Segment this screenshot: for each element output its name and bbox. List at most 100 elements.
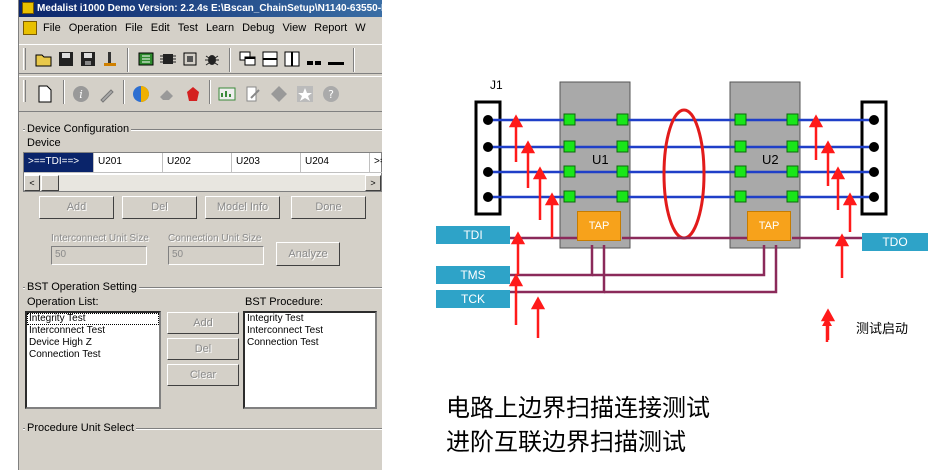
star-icon[interactable] xyxy=(295,84,315,104)
menu-window[interactable]: W xyxy=(355,22,366,34)
menu-file[interactable]: File xyxy=(43,22,61,34)
clear-operation-button[interactable]: Clear xyxy=(167,364,239,386)
stop-icon[interactable] xyxy=(183,84,203,104)
toolbar-separator xyxy=(353,48,355,72)
done-label: Done xyxy=(315,201,342,213)
globe-run-icon[interactable] xyxy=(131,84,151,104)
menu-bar: File Operation File Edit Test Learn Debug View R… xyxy=(19,18,382,38)
app-icon xyxy=(22,2,34,14)
interconnect-unit-size-field[interactable]: 50 xyxy=(51,246,147,265)
menu-edit[interactable]: Edit xyxy=(150,22,170,34)
info-icon[interactable]: i xyxy=(71,84,91,104)
toolbar-grip[interactable] xyxy=(23,48,26,70)
connection-unit-size-field[interactable]: 50 xyxy=(168,246,264,265)
list-item[interactable]: Integrity Test xyxy=(247,313,304,324)
list-item[interactable]: Interconnect Test xyxy=(29,325,105,336)
grid-horizontal-scrollbar[interactable]: < > xyxy=(24,175,381,191)
scroll-left-button[interactable]: < xyxy=(24,175,40,191)
delete-device-label: Del xyxy=(151,201,168,213)
done-button[interactable]: Done xyxy=(291,196,366,219)
list-item[interactable]: Integrity Test xyxy=(27,313,159,325)
model-info-label: Model Info xyxy=(216,201,269,213)
menu-learn[interactable]: Learn xyxy=(205,22,235,34)
delete-device-button[interactable]: Del xyxy=(122,196,197,219)
add-operation-label: Add xyxy=(193,317,213,329)
arrange-icons-icon[interactable] xyxy=(305,50,323,68)
jtag-chain-wires xyxy=(510,236,862,294)
delete-operation-label: Del xyxy=(194,343,212,355)
edit-page-icon[interactable] xyxy=(243,84,263,104)
grid-device-cell[interactable]: >= xyxy=(370,153,382,173)
tdo-signal-tag: TDO xyxy=(862,233,928,251)
list-item[interactable]: Connection Test xyxy=(29,349,101,360)
grid-tdi-cell[interactable]: >==TDI==> xyxy=(24,153,94,173)
operation-list-label: Operation List: xyxy=(25,296,101,308)
tdi-signal-tag: TDI xyxy=(436,226,510,244)
list-item[interactable]: Connection Test xyxy=(247,337,319,348)
u1-tap-controller: TAP xyxy=(577,211,621,241)
tile-horizontal-icon[interactable] xyxy=(261,50,279,68)
menu-test[interactable]: Test xyxy=(177,22,198,34)
new-document-icon[interactable] xyxy=(35,84,55,104)
list-item[interactable]: Interconnect Test xyxy=(247,325,323,336)
caption-line-2: 进阶互联边界扫描测试 xyxy=(446,428,686,456)
svg-text:?: ? xyxy=(328,88,334,101)
menu-view[interactable]: View xyxy=(282,22,307,34)
grid-device-cell[interactable]: U202 xyxy=(163,153,232,173)
toolbar-grip[interactable] xyxy=(23,80,26,102)
save-as-icon[interactable] xyxy=(79,50,97,68)
save-icon[interactable] xyxy=(57,50,75,68)
legend-arrow-icon xyxy=(822,317,832,342)
menu-operation[interactable]: Operation xyxy=(68,22,118,34)
add-operation-button[interactable]: Add xyxy=(167,312,239,334)
help-icon[interactable]: ? xyxy=(321,84,341,104)
grid-device-cell[interactable]: U204 xyxy=(301,153,370,173)
u2-tap-controller: TAP xyxy=(747,211,791,241)
cascade-windows-icon[interactable] xyxy=(239,50,257,68)
u2-label: U2 xyxy=(762,152,779,167)
toolbar-separator xyxy=(209,80,211,104)
board-icon[interactable] xyxy=(137,50,155,68)
probe-icon[interactable] xyxy=(101,50,119,68)
bst-procedure-label: BST Procedure: xyxy=(243,296,326,308)
model-info-button[interactable]: Model Info xyxy=(205,196,280,219)
menu-file-2[interactable]: File xyxy=(125,22,143,34)
open-folder-icon[interactable] xyxy=(35,50,53,68)
procedure-unit-select-label: Procedure Unit Select xyxy=(25,422,136,434)
analyze-button[interactable]: Analyze xyxy=(276,242,340,266)
menu-report[interactable]: Report xyxy=(314,22,348,34)
scroll-right-button[interactable]: > xyxy=(365,175,381,191)
chip-icon[interactable] xyxy=(159,50,177,68)
tms-signal-tag: TMS xyxy=(436,266,510,284)
toolbar-separator xyxy=(63,80,65,104)
document-menu-icon[interactable] xyxy=(23,21,37,35)
memory-icon[interactable] xyxy=(181,50,199,68)
grid-device-cell[interactable]: U203 xyxy=(232,153,301,173)
operation-list[interactable]: Integrity Test Interconnect Test Device … xyxy=(25,311,161,409)
interconnect-highlight-ellipse xyxy=(662,108,706,240)
navigate-icon[interactable] xyxy=(269,84,289,104)
toolbar-separator xyxy=(123,80,125,104)
debug-bug-icon[interactable] xyxy=(203,50,221,68)
scroll-thumb[interactable] xyxy=(41,175,59,191)
add-device-button[interactable]: Add xyxy=(39,196,114,219)
grid-device-cell[interactable]: U201 xyxy=(94,153,163,173)
minimize-all-icon[interactable] xyxy=(327,50,345,68)
toolbar-secondary: i ? xyxy=(19,76,382,112)
toolbar-separator xyxy=(229,48,231,72)
bst-procedure-list[interactable]: Integrity Test Interconnect Test Connect… xyxy=(243,311,377,409)
device-chain-grid[interactable]: >==TDI==> U201 U202 U203 U204 >= < > xyxy=(23,152,382,192)
title-bar[interactable]: Medalist i1000 Demo Version: 2.2.4s E:\B… xyxy=(19,0,382,17)
tile-vertical-icon[interactable] xyxy=(283,50,301,68)
list-item[interactable]: Device High Z xyxy=(29,337,92,348)
tck-signal-tag: TCK xyxy=(436,290,510,308)
window-title: Medalist i1000 Demo Version: 2.2.4s E:\B… xyxy=(37,3,382,14)
menu-debug[interactable]: Debug xyxy=(242,22,275,34)
delete-operation-button[interactable]: Del xyxy=(167,338,239,360)
connection-unit-size-label: Connection Unit Size xyxy=(168,233,262,244)
configure-icon[interactable] xyxy=(97,84,117,104)
chart-icon[interactable] xyxy=(217,84,237,104)
device-configuration-group xyxy=(23,129,382,280)
eraser-icon[interactable] xyxy=(157,84,177,104)
u1-label: U1 xyxy=(592,152,609,167)
